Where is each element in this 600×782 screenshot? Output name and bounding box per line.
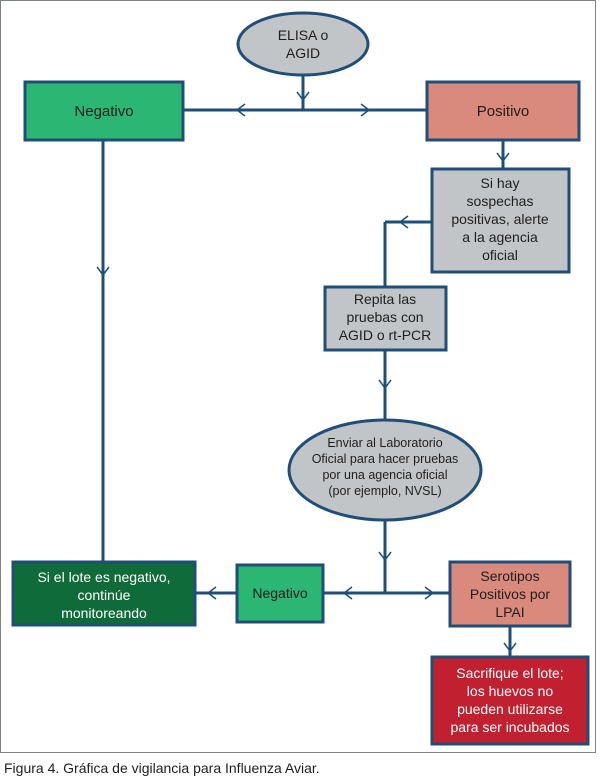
node-alert-line-4: a la agencia [462,229,538,245]
node-repeat-line-1: Repita las [354,291,416,307]
node-lab-line-3: por una agencia oficial [322,468,447,482]
figure-caption: Figura 4. Gráfica de vigilancia para Inf… [4,760,320,776]
arrowhead-left [235,103,246,117]
connectors [101,72,512,657]
flowchart: ELISA o AGID Negativo Positivo Si hay so… [11,11,590,746]
node-lab-line-4: (por ejemplo, NVSL) [328,484,441,498]
node-alert-line-5: oficial [482,247,518,263]
node-repeat: Repita las pruebas con AGID o rt-PCR [323,285,448,352]
node-monitor-line-1: Si el lote es negativo, [37,569,170,585]
node-alert-line-1: Si hay [481,175,520,191]
node-serotypes-shape [448,560,572,628]
node-sacrifice: Sacrifique el lote; los huevos no pueden… [430,655,590,746]
node-lab-line-1: Enviar al Laboratorio [327,436,442,450]
arrowhead-split-left [342,586,353,600]
node-monitor-line-3: monitoreando [61,605,147,621]
node-lab: Enviar al Laboratorio Oficial para hacer… [287,418,483,522]
node-negativo-top-label: Negativo [74,103,133,120]
arrowhead-right [360,103,371,117]
arrowhead-sacrifice [503,642,517,653]
node-sacrifice-line-4: para ser incubados [450,719,569,735]
node-alert-shape [430,167,571,274]
node-elisa-agid-line-1: ELISA o [278,27,329,43]
diagram-frame [0,0,596,753]
arrowheads [96,91,517,653]
node-serotypes: Serotipos Positivos por LPAI [448,560,572,628]
node-repeat-shape [323,285,448,352]
node-serotypes-line-1: Serotipos [480,568,539,584]
arrowhead-left-column [96,266,110,277]
node-alert-line-2: sospechas [467,193,534,209]
node-monitor-shape [11,560,197,627]
node-elisa-agid: ELISA o AGID [236,11,370,77]
arrowhead-repeat [378,379,392,390]
node-sacrifice-shape [430,655,590,746]
arrowhead-lab [378,551,392,562]
node-elisa-agid-shape [236,11,370,77]
node-positivo-top: Positivo [425,80,581,142]
node-sacrifice-line-1: Sacrifique el lote; [456,665,563,681]
node-negativo-mid-label: Negativo [252,585,307,601]
node-negativo-top: Negativo [23,80,185,142]
arrowhead-positive [496,152,510,163]
node-negativo-top-shape [23,80,185,142]
node-sacrifice-line-3: pueden utilizarse [457,701,563,717]
node-negativo-mid-shape [235,563,325,624]
node-alert: Si hay sospechas positivas, alerte a la … [430,167,571,274]
node-lab-line-2: Oficial para hacer pruebas [312,452,459,466]
node-repeat-line-3: AGID o rt-PCR [339,327,432,343]
node-serotypes-line-3: LPAI [495,604,524,620]
arrowhead-alert [398,215,409,229]
node-positivo-top-label: Positivo [477,103,530,120]
arrowhead-start [296,91,310,102]
arrowhead-split-right [424,586,435,600]
node-alert-line-3: positivas, alerte [451,211,548,227]
node-repeat-line-2: pruebas con [346,309,423,325]
node-monitor: Si el lote es negativo, continúe monitor… [11,560,197,627]
node-negativo-mid: Negativo [235,563,325,624]
node-lab-shape [287,418,483,522]
node-elisa-agid-line-2: AGID [286,45,320,61]
node-sacrifice-line-2: los huevos no [467,683,554,699]
arrowhead-monitor [206,586,217,600]
node-monitor-line-2: continúe [78,587,131,603]
node-positivo-top-shape [425,80,581,142]
node-serotypes-line-2: Positivos por [470,586,550,602]
